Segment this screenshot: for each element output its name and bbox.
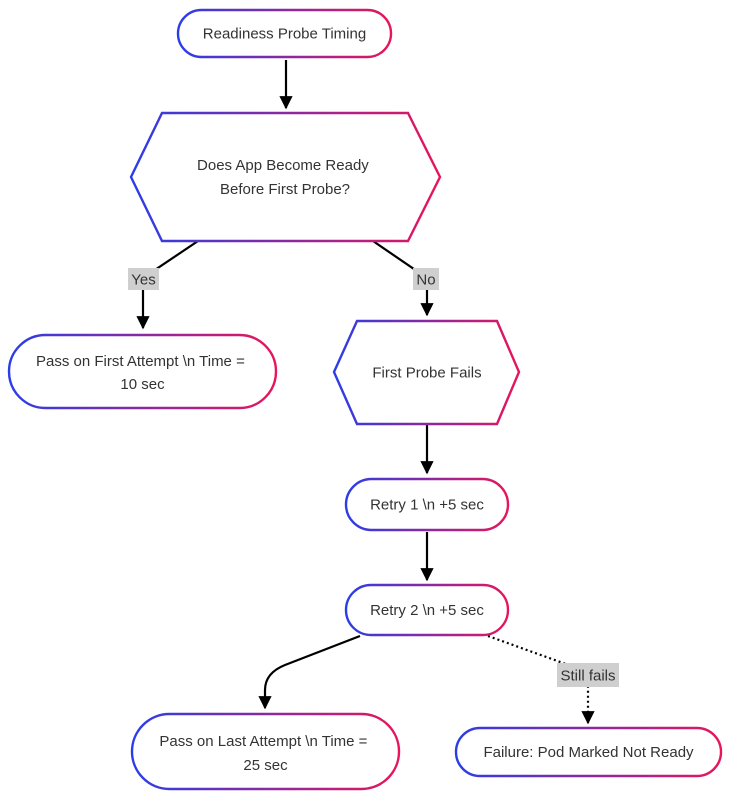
node-decision-line-2: Before First Probe? bbox=[220, 181, 350, 198]
svg-text:Readiness Probe Timing: Readiness Probe Timing bbox=[203, 26, 366, 43]
node-readiness-probe-timing[interactable]: Readiness Probe Timing bbox=[176, 8, 393, 59]
node-retry-1[interactable]: Retry 1 \n +5 sec bbox=[344, 477, 510, 532]
node-decision-line-1: Does App Become Ready bbox=[197, 157, 369, 174]
svg-text:Retry 2 \n +5 sec: Retry 2 \n +5 sec bbox=[370, 602, 484, 619]
node-pass-last-line-2: 25 sec bbox=[243, 757, 288, 774]
node-pass-first-line-1: Pass on First Attempt \n Time = bbox=[36, 353, 245, 370]
node-retry-2-label: Retry 2 \n +5 sec bbox=[370, 602, 484, 619]
node-failure-pod-not-ready[interactable]: Failure: Pod Marked Not Ready bbox=[454, 726, 723, 778]
svg-text:Pass on First Attempt \n Time: Pass on First Attempt \n Time = 10 sec bbox=[36, 353, 249, 393]
svg-text:Retry 1 \n +5 sec: Retry 1 \n +5 sec bbox=[370, 497, 484, 514]
edge-retry2-to-pass-last bbox=[258, 634, 361, 710]
edge-label-still-fails-text: Still fails bbox=[560, 668, 615, 685]
edge-label-yes-text: Yes bbox=[131, 272, 155, 289]
node-pass-first-line-2: 10 sec bbox=[120, 376, 165, 393]
node-pass-last-attempt[interactable]: Pass on Last Attempt \n Time = 25 sec bbox=[130, 712, 401, 791]
node-first-probe-fails[interactable]: First Probe Fails bbox=[332, 319, 521, 426]
edge-label-still-fails: Still fails bbox=[557, 663, 619, 687]
edge-label-yes: Yes bbox=[128, 268, 159, 290]
node-retry-2[interactable]: Retry 2 \n +5 sec bbox=[344, 583, 510, 637]
node-first-probe-fails-label: First Probe Fails bbox=[372, 365, 481, 382]
svg-text:Pass on Last Attempt \n Time =: Pass on Last Attempt \n Time = 25 sec bbox=[159, 733, 371, 774]
node-pass-first-attempt[interactable]: Pass on First Attempt \n Time = 10 sec bbox=[7, 333, 278, 410]
node-decision-app-ready[interactable]: Does App Become Ready Before First Probe… bbox=[129, 111, 442, 243]
node-failure-label: Failure: Pod Marked Not Ready bbox=[483, 744, 694, 761]
node-retry-1-label: Retry 1 \n +5 sec bbox=[370, 497, 484, 514]
node-readiness-probe-timing-label: Readiness Probe Timing bbox=[203, 26, 366, 43]
svg-text:Failure: Pod Marked Not Ready: Failure: Pod Marked Not Ready bbox=[483, 744, 694, 761]
edge-label-no-text: No bbox=[416, 272, 435, 289]
edge-label-no: No bbox=[413, 268, 439, 290]
svg-text:First Probe Fails: First Probe Fails bbox=[372, 365, 481, 382]
svg-text:Does App Become Ready Be: Does App Become Ready Before First Probe… bbox=[197, 157, 373, 198]
node-pass-last-line-1: Pass on Last Attempt \n Time = bbox=[159, 733, 367, 750]
